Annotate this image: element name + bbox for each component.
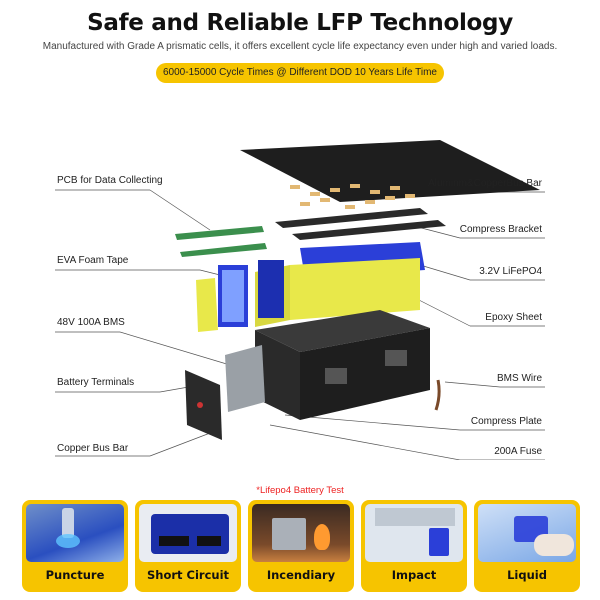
test-label-liquid: Liquid: [507, 568, 547, 582]
short-circuit-test-image: [139, 504, 237, 562]
label-bracket: Compress Bracket: [459, 224, 542, 235]
test-card-liquid: Liquid: [474, 500, 580, 592]
label-pcb: PCB for Data Collecting: [57, 175, 163, 186]
test-card-short-circuit: Short Circuit: [135, 500, 241, 592]
cycle-banner: 6000-15000 Cycle Times @ Different DOD 1…: [156, 63, 444, 83]
label-bms: 48V 100A BMS: [57, 317, 125, 328]
test-label-short-circuit: Short Circuit: [146, 568, 230, 582]
label-bus-bar: Aluminm&CopperBus Bar: [428, 178, 542, 189]
label-copper-bus: Copper Bus Bar: [57, 443, 129, 454]
label-cells: 3.2V LiFePO4: [479, 266, 542, 277]
top-sheet: [240, 140, 540, 202]
battery-tests: Puncture Short Circuit Incendiary Impact…: [22, 500, 580, 592]
test-section-title: *Lifepo4 Battery Test: [256, 485, 344, 496]
label-bms-wire: BMS Wire: [497, 373, 542, 384]
test-label-incendiary: Incendiary: [266, 568, 336, 582]
label-terminals: Battery Terminals: [57, 377, 135, 388]
epoxy-sheet: [290, 258, 420, 320]
puncture-test-image: [26, 504, 124, 562]
incendiary-test-image: [252, 504, 350, 562]
test-card-impact: Impact: [361, 500, 467, 592]
label-eva: EVA Foam Tape: [57, 255, 129, 266]
impact-test-image: [365, 504, 463, 562]
page-title: Safe and Reliable LFP Technology: [87, 10, 513, 36]
label-plate: Compress Plate: [470, 416, 542, 427]
page-subtitle: Manufactured with Grade A prismatic cell…: [42, 41, 558, 52]
label-fuse: 200A Fuse: [494, 446, 542, 457]
test-card-puncture: Puncture: [22, 500, 128, 592]
exploded-battery-diagram: PCB for Data Collecting EVA Foam Tape 48…: [0, 130, 600, 461]
test-label-impact: Impact: [391, 568, 437, 582]
liquid-test-image: [478, 504, 576, 562]
test-card-incendiary: Incendiary: [248, 500, 354, 592]
test-label-puncture: Puncture: [45, 568, 105, 582]
label-epoxy: Epoxy Sheet: [485, 312, 542, 323]
